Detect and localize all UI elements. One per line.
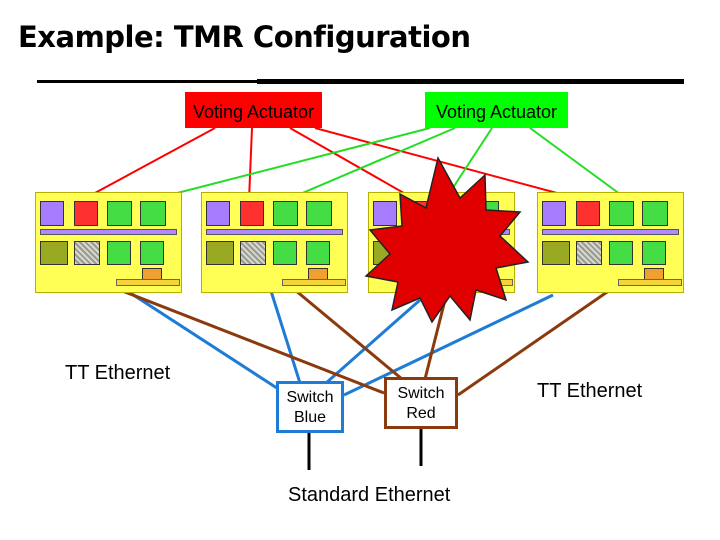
red-link-module-4 — [314, 127, 584, 201]
module-block-purple — [542, 201, 566, 226]
module-block-green-b — [642, 201, 668, 226]
module-block-purple — [373, 201, 397, 226]
brown-network-links — [119, 288, 611, 397]
green-link-module-4 — [529, 127, 629, 201]
module-bus — [542, 229, 679, 235]
module-block-olive — [206, 241, 234, 265]
module-block-green-c — [273, 241, 297, 265]
red-link-module-2 — [248, 127, 253, 201]
module-block-purple — [40, 201, 64, 226]
red-link-module-3 — [289, 127, 417, 201]
module-block-green-b — [140, 201, 166, 226]
standard-ethernet-label: Standard Ethernet — [288, 484, 451, 506]
module-block-green-b — [306, 201, 332, 226]
title-rule-thin — [37, 80, 257, 83]
standard-ethernet-links — [307, 429, 423, 470]
switch-red: Switch Red — [384, 377, 458, 429]
module-bus — [40, 229, 177, 235]
green-actuator-links — [149, 127, 629, 201]
title-rule-thick — [257, 79, 684, 84]
module-block-green-d — [306, 241, 330, 265]
module-block-green-c — [107, 241, 131, 265]
green-link-module-1 — [149, 127, 431, 201]
voting-actuator-green: Voting Actuator — [425, 92, 568, 128]
red-actuator-links — [81, 127, 584, 201]
voting-actuator-red: Voting Actuator — [185, 92, 322, 128]
brown-link-module-1 — [119, 288, 385, 395]
module-memory-bus — [116, 279, 180, 286]
module-block-green-a — [273, 201, 298, 226]
voting-actuator-green-label: Voting Actuator — [435, 102, 558, 122]
computer-module-1 — [35, 192, 182, 293]
module-block-green-c — [609, 241, 633, 265]
voting-actuator-red-label: Voting Actuator — [192, 102, 315, 122]
module-block-hatched — [74, 241, 100, 265]
switch-blue: Switch Blue — [276, 381, 344, 433]
module-memory-bus — [282, 279, 346, 286]
module-bus — [206, 229, 343, 235]
module-block-red — [240, 201, 264, 226]
module-memory-bus — [618, 279, 682, 286]
computer-module-4 — [537, 192, 684, 293]
brown-link-module-4 — [457, 288, 611, 397]
blue-link-module-3 — [325, 298, 421, 385]
blue-link-module-4 — [343, 293, 554, 397]
tt-ethernet-label-right: TT Ethernet — [537, 380, 643, 402]
module-block-purple — [206, 201, 230, 226]
failure-burst-shape — [364, 155, 530, 324]
module-block-red — [576, 201, 600, 226]
red-link-module-1 — [81, 127, 216, 201]
brown-link-module-3 — [423, 299, 447, 380]
module-block-green-d — [642, 241, 666, 265]
green-link-module-2 — [285, 127, 456, 201]
module-block-green-a — [107, 201, 132, 226]
brown-link-module-2 — [294, 288, 403, 381]
computer-module-2 — [201, 192, 348, 293]
tt-ethernet-label-left: TT Ethernet — [65, 362, 171, 384]
page-title: Example: TMR Configuration — [18, 20, 471, 54]
module-block-hatched — [576, 241, 602, 265]
module-block-olive — [40, 241, 68, 265]
module-block-green-d — [140, 241, 164, 265]
module-block-green-a — [609, 201, 634, 226]
module-block-olive — [542, 241, 570, 265]
module-block-red — [74, 201, 98, 226]
module-block-hatched — [240, 241, 266, 265]
